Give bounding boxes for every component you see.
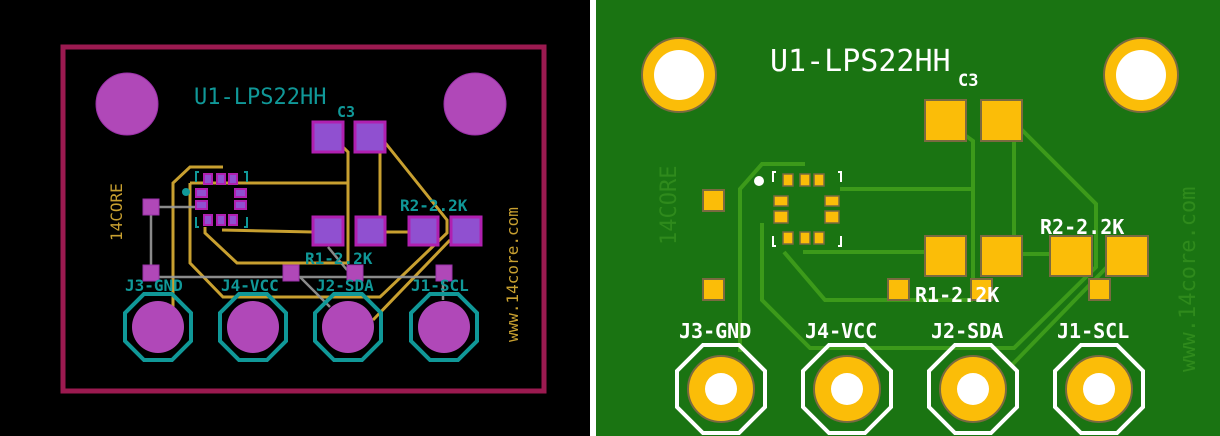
connector-label-scl: J1-SCL (1057, 319, 1129, 343)
chip-label: U1-LPS22HH (194, 85, 326, 110)
r2-pad-2 (449, 215, 483, 247)
pcb-3d-render-view: U1-LPS22HH C3 R1-2.2K R2-2.2K J3-GND J4-… (596, 0, 1220, 436)
website-label: www.14core.com (503, 207, 522, 342)
r1-label: R1-2.2K (305, 249, 373, 268)
header-pads[interactable] (675, 343, 1145, 435)
mounting-holes (641, 37, 1179, 113)
connector-label-vcc: J4-VCC (805, 319, 877, 343)
r2-label: R2-2.2K (400, 196, 468, 215)
c3-pad-1 (311, 120, 345, 154)
connector-label-gnd: J3-GND (125, 276, 183, 295)
connector-label-sda: J2-SDA (316, 276, 374, 295)
connector-label-gnd: J3-GND (679, 319, 751, 343)
brand-label: 14CORE (107, 183, 126, 241)
smd-pads[interactable] (311, 120, 483, 247)
via-pads[interactable] (142, 198, 453, 282)
mounting-hole-left (95, 72, 159, 136)
c3-label: C3 (337, 103, 355, 121)
u1-chip-footprint[interactable] (182, 171, 248, 228)
r1-label: R1-2.2K (915, 283, 999, 307)
connector-label-sda: J2-SDA (931, 319, 1003, 343)
layout-background (0, 0, 590, 436)
r2-pad-1 (407, 215, 440, 247)
c3-label: C3 (958, 71, 978, 91)
c3-pad-2 (353, 120, 387, 154)
r1-pad-1 (311, 215, 345, 247)
connector-label-scl: J1-SCL (411, 276, 469, 295)
r1-pad-2 (354, 215, 387, 247)
website-label: www.14core.com (1176, 187, 1201, 372)
pcb-layout-view: U1-LPS22HH C3 R1-2.2K R2-2.2K J3-GND J4-… (0, 0, 590, 436)
r2-label: R2-2.2K (1040, 215, 1124, 239)
traces (738, 124, 1109, 369)
via-pads[interactable] (702, 189, 1111, 301)
chip-label: U1-LPS22HH (770, 44, 951, 79)
board-outline (60, 44, 547, 394)
connector-label-vcc: J4-VCC (221, 276, 279, 295)
smd-pads[interactable] (924, 99, 1149, 277)
brand-label: 14CORE (657, 166, 682, 245)
traces (171, 139, 452, 322)
mounting-hole-right (443, 72, 507, 136)
header-pads[interactable] (123, 292, 479, 362)
u1-chip-footprint[interactable] (754, 171, 842, 247)
